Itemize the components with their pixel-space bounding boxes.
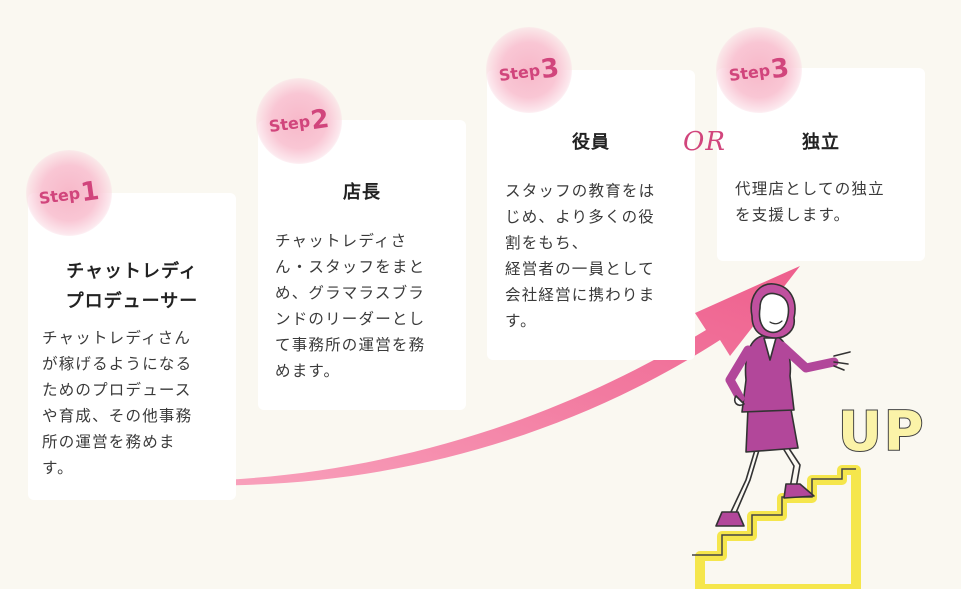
step3-badge-independence: Step3 (716, 27, 802, 113)
step2-card: 店長 チャットレディさ ん・スタッフをまと め、グラマラスブラ ンドのリーダーと… (258, 120, 466, 410)
businesswoman-climbing-icon (715, 283, 851, 527)
step3-card-officer: 役員 スタッフの教育をは じめ、より多くの役 割をもち、 経営者の一員として 会… (487, 70, 695, 360)
up-label: UP (838, 400, 925, 463)
step3-officer-description: スタッフの教育をは じめ、より多くの役 割をもち、 経営者の一員として 会社経営… (505, 182, 656, 330)
step1-badge: Step1 (26, 150, 112, 236)
step1-card: チャットレディ プロデューサー チャットレディさん が稼げるようになる ためのプ… (28, 193, 236, 500)
step3-officer-title: 役員 (572, 132, 610, 153)
step3-independence-description: 代理店としての独立 を支援します。 (735, 180, 885, 224)
step1-description: チャットレディさん が稼げるようになる ためのプロデュース や育成、その他事務 … (42, 329, 193, 477)
step3-independence-title: 独立 (802, 132, 840, 153)
step2-badge: Step2 (256, 78, 342, 164)
or-label: OR (683, 127, 726, 157)
step1-title: チャットレディ プロデューサー (65, 261, 199, 312)
step2-title: 店長 (343, 182, 381, 203)
step2-description: チャットレディさ ん・スタッフをまと め、グラマラスブラ ンドのリーダーとし て… (275, 232, 426, 380)
curved-arrow-icon (190, 266, 800, 486)
step3-badge-officer: Step3 (486, 27, 572, 113)
stairs-icon (692, 465, 861, 589)
